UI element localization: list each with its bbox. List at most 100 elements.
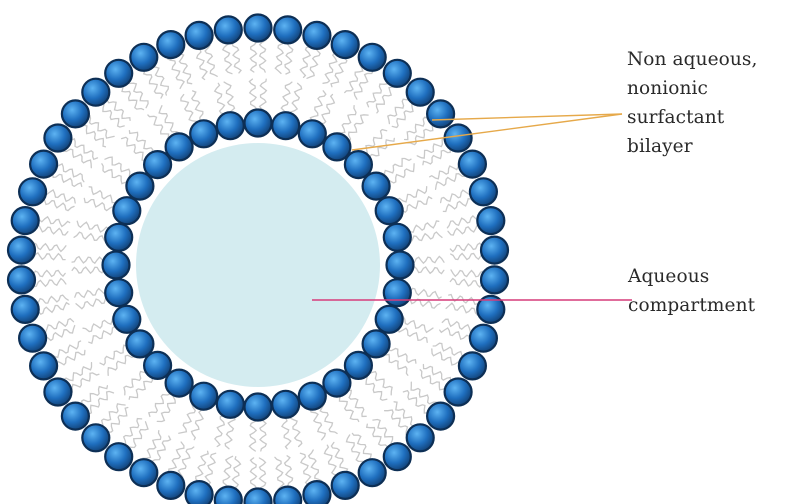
surfactant-tail: [33, 270, 65, 276]
outer-head: [459, 352, 486, 379]
outer-head: [407, 79, 434, 106]
outer-head: [481, 237, 508, 264]
surfactant-tail: [337, 106, 356, 133]
outer-head: [157, 472, 184, 499]
inner-head: [144, 352, 171, 379]
outer-head: [245, 489, 272, 504]
surfactant-tail: [408, 221, 439, 232]
surfactant-tail: [77, 221, 108, 232]
inner-head: [384, 224, 411, 251]
surfactant-tail: [250, 40, 256, 72]
outer-head: [359, 44, 386, 71]
surfactant-tail: [398, 328, 427, 342]
inner-head: [376, 306, 403, 333]
surfactant-tail: [450, 279, 482, 288]
surfactant-tail: [192, 91, 204, 121]
surfactant-tail: [122, 419, 141, 445]
surfactant-tail: [325, 445, 339, 475]
surfactant-tail: [178, 447, 193, 477]
surfactant-tail: [430, 163, 459, 179]
surfactant-tail: [144, 70, 163, 98]
inner-head: [166, 370, 193, 397]
outer-head: [19, 178, 46, 205]
surfactant-tail: [311, 91, 326, 121]
surfactant-tail: [38, 216, 69, 226]
surfactant-tail: [260, 79, 267, 111]
outer-head: [30, 352, 57, 379]
surfactant-tail: [33, 253, 65, 260]
inner-head: [126, 173, 153, 200]
bilayer-leader-line-outer: [432, 114, 622, 120]
surfactant-tail: [373, 420, 393, 446]
surfactant-tail: [331, 57, 347, 86]
outer-head: [19, 325, 46, 352]
surfactant-tail: [169, 442, 184, 472]
surfactant-tail: [181, 95, 197, 124]
inner-head: [272, 112, 299, 139]
inner-head: [105, 279, 132, 306]
outer-head: [12, 296, 39, 323]
surfactant-tail: [451, 253, 483, 260]
surfactant-tail: [307, 48, 320, 79]
surfactant-tail: [433, 343, 462, 359]
surfactant-tail: [34, 279, 66, 287]
outer-head: [470, 178, 497, 205]
bilayer-label: Non aqueous, nonionic surfactant bilayer: [627, 45, 757, 161]
inner-head: [323, 133, 350, 160]
inner-head: [190, 383, 217, 410]
surfactant-tail: [447, 216, 478, 228]
surfactant-tail: [310, 410, 325, 440]
inner-head: [387, 252, 414, 279]
surfactant-tail: [398, 187, 427, 202]
surfactant-tail: [43, 319, 74, 333]
bilayer-label-line-4: bilayer: [627, 132, 757, 161]
outer-head: [445, 125, 472, 152]
outer-head: [303, 22, 330, 49]
surfactant-tail: [412, 256, 444, 263]
outer-head: [82, 424, 109, 451]
surfactant-tail: [34, 243, 66, 251]
surfactant-tail: [347, 435, 365, 463]
aqueous-label-line-1: Aqueous: [628, 262, 755, 291]
surfactant-tail: [102, 103, 124, 127]
surfactant-tail: [128, 81, 148, 107]
surfactant-tail: [192, 410, 206, 440]
surfactant-tail: [451, 270, 483, 277]
surfactant-tail: [259, 458, 265, 490]
surfactant-tail: [323, 53, 337, 83]
inner-head: [190, 120, 217, 147]
surfactant-tail: [76, 297, 107, 309]
outer-head: [44, 379, 71, 406]
outer-head: [407, 424, 434, 451]
surfactant-tail: [300, 46, 311, 77]
outer-head: [459, 151, 486, 178]
surfactant-tail: [196, 49, 207, 80]
surfactant-tail: [320, 404, 337, 433]
surfactant-tail: [448, 225, 480, 235]
inner-head: [166, 133, 193, 160]
inner-head: [299, 120, 326, 147]
surfactant-tail: [389, 346, 416, 363]
outer-head: [130, 44, 157, 71]
outer-head: [62, 403, 89, 430]
surfactant-tail: [179, 54, 191, 84]
inner-head: [144, 151, 171, 178]
outer-head: [82, 79, 109, 106]
surfactant-tail: [249, 419, 256, 451]
inner-head: [323, 370, 350, 397]
outer-head: [130, 459, 157, 486]
surfactant-tail: [157, 394, 175, 421]
surfactant-tail: [260, 40, 266, 72]
surfactant-tail: [56, 350, 85, 364]
surfactant-tail: [441, 190, 471, 203]
outer-head: [332, 31, 359, 58]
bilayer-leader-line-inner: [352, 114, 622, 150]
outer-head: [303, 481, 330, 504]
surfactant-tail: [285, 42, 293, 74]
surfactant-tail: [223, 42, 232, 74]
surfactant-tail: [345, 64, 363, 92]
surfactant-tail: [224, 82, 234, 114]
surfactant-tail: [64, 149, 91, 168]
surfactant-tail: [89, 391, 113, 414]
